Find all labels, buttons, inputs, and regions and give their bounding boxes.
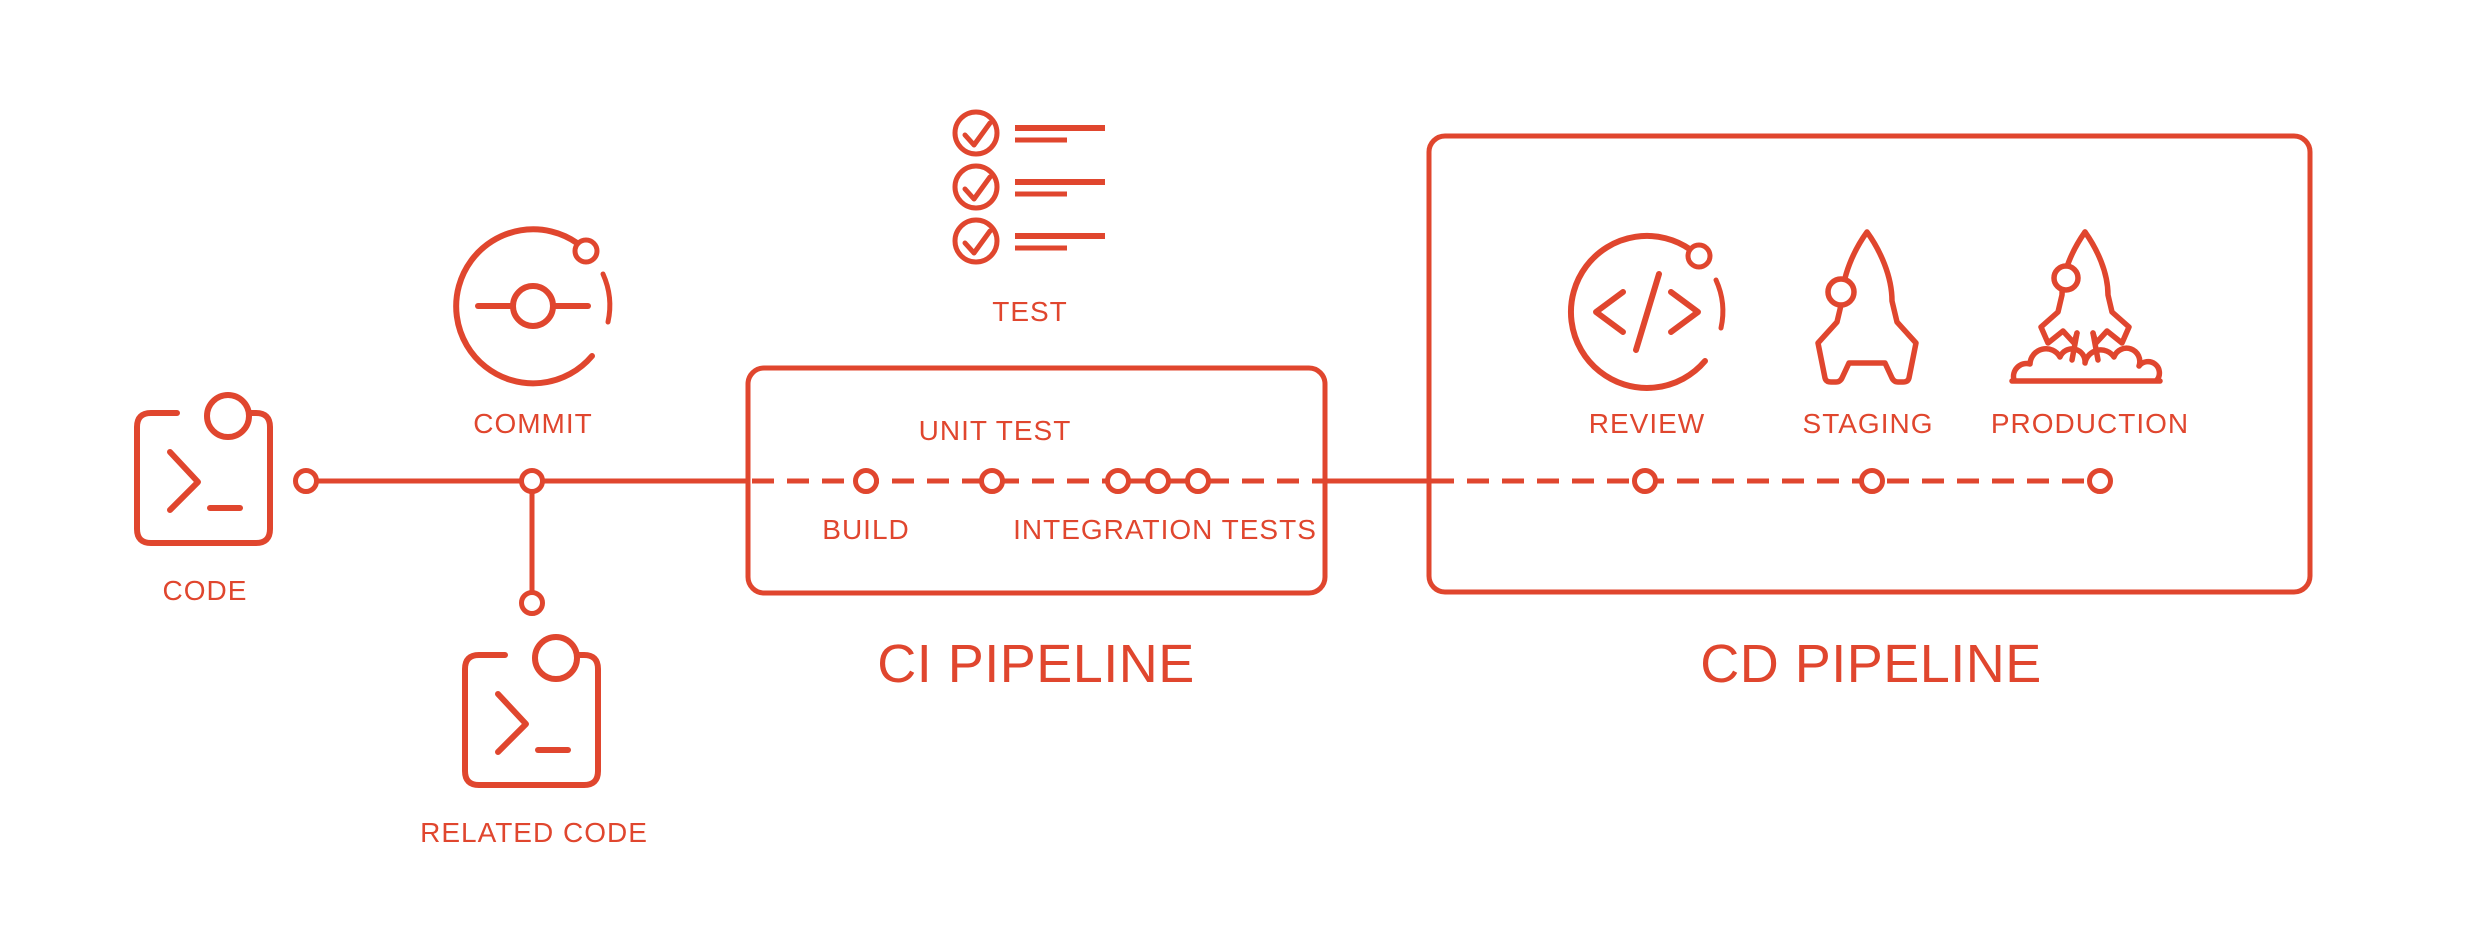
code-label: CODE xyxy=(162,575,248,606)
related-code-label: RELATED CODE xyxy=(420,817,648,848)
node-build xyxy=(853,468,879,494)
cd-pipeline-box xyxy=(1426,133,2313,595)
related-code-icon xyxy=(462,634,601,788)
node-integration-3 xyxy=(1185,468,1211,494)
staging-label: STAGING xyxy=(1802,408,1934,439)
build-label: BUILD xyxy=(822,514,910,545)
node-unit-test xyxy=(979,468,1005,494)
review-label: REVIEW xyxy=(1588,408,1706,439)
node-code xyxy=(293,468,319,494)
rocket-launch-icon xyxy=(2009,229,2163,384)
ci-pipeline-title: CI PIPELINE xyxy=(877,634,1195,694)
pipeline-nodes xyxy=(293,468,2113,616)
test-label: TEST xyxy=(992,296,1068,327)
node-production xyxy=(2087,468,2113,494)
commit-label: COMMIT xyxy=(473,408,593,439)
git-commit-icon xyxy=(453,226,613,387)
checklist-icon xyxy=(952,109,1105,265)
code-review-icon xyxy=(1567,233,1726,391)
node-commit xyxy=(519,468,545,494)
cd-pipeline-title: CD PIPELINE xyxy=(1700,634,2042,694)
rocket-icon xyxy=(1815,229,1919,385)
code-icon xyxy=(134,392,273,546)
unit-test-label: UNIT TEST xyxy=(918,415,1072,446)
node-integration-2 xyxy=(1145,468,1171,494)
node-related-code xyxy=(519,590,545,616)
node-staging xyxy=(1859,468,1885,494)
ci-pipeline-box xyxy=(745,365,1328,596)
node-review xyxy=(1632,468,1658,494)
production-label: PRODUCTION xyxy=(1990,408,2190,439)
integration-tests-label: INTEGRATION TESTS xyxy=(1013,514,1317,545)
node-integration-1 xyxy=(1105,468,1131,494)
